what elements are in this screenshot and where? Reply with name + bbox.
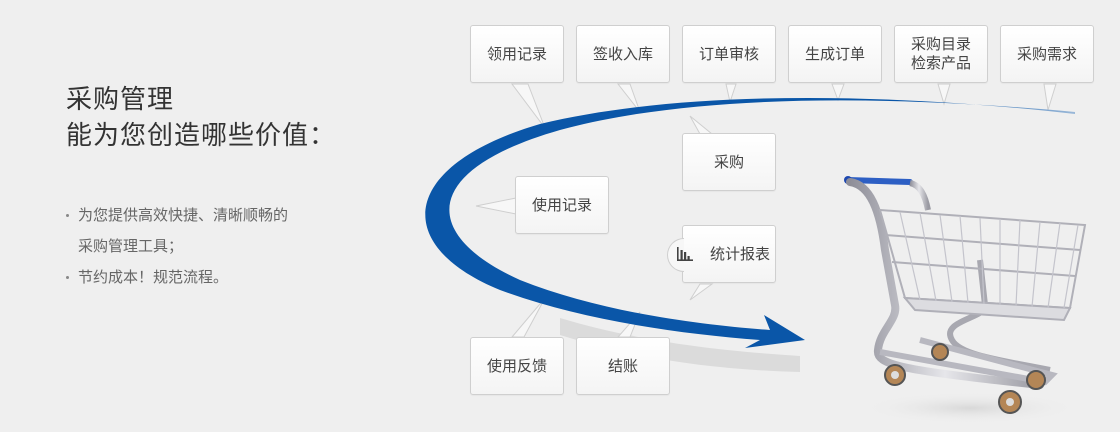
title-line-1: 采购管理 bbox=[66, 85, 175, 115]
step-label: 使用记录 bbox=[531, 195, 592, 214]
step-label: 生成订单 bbox=[804, 44, 865, 63]
step-label: 统计报表 bbox=[709, 244, 770, 263]
step-generate-order[interactable]: 生成订单 bbox=[788, 25, 882, 83]
step-label: 使用反馈 bbox=[486, 356, 547, 375]
step-receive-records[interactable]: 领用记录 bbox=[470, 25, 564, 83]
value-list: 为您提供高效快捷、清晰顺畅的 采购管理工具； 节约成本！规范流程。 bbox=[64, 200, 288, 293]
step-statistics-report[interactable]: 统计报表 bbox=[667, 225, 776, 283]
step-checkout[interactable]: 结账 bbox=[576, 337, 670, 395]
step-label: 结账 bbox=[607, 356, 638, 375]
step-catalog-search[interactable]: 采购目录 检索产品 bbox=[894, 25, 988, 83]
step-label: 签收入库 bbox=[592, 44, 653, 63]
step-label-line-2: 检索产品 bbox=[910, 54, 971, 72]
step-label: 订单审核 bbox=[698, 44, 759, 63]
shopping-cart-icon bbox=[844, 176, 1087, 424]
step-usage-feedback[interactable]: 使用反馈 bbox=[470, 337, 564, 395]
value-item-1-cont: 采购管理工具； bbox=[78, 237, 184, 255]
step-sign-in-storage[interactable]: 签收入库 bbox=[576, 25, 670, 83]
step-usage-records[interactable]: 使用记录 bbox=[515, 176, 609, 234]
step-purchase-request[interactable]: 采购需求 bbox=[1000, 25, 1094, 83]
step-label: 采购 bbox=[713, 152, 744, 171]
step-label: 采购需求 bbox=[1016, 44, 1077, 63]
step-order-review[interactable]: 订单审核 bbox=[682, 25, 776, 83]
value-item-1: 为您提供高效快捷、清晰顺畅的 bbox=[64, 200, 288, 231]
step-purchase[interactable]: 采购 bbox=[682, 133, 776, 191]
value-item-2: 节约成本！规范流程。 bbox=[64, 262, 288, 293]
title-line-2: 能为您创造哪些价值： bbox=[66, 121, 337, 151]
bar-chart-icon bbox=[677, 247, 693, 261]
page-title: 采购管理 能为您创造哪些价值： bbox=[66, 82, 336, 154]
step-label-line-1: 采购目录 bbox=[910, 35, 971, 53]
step-label: 领用记录 bbox=[486, 44, 547, 63]
